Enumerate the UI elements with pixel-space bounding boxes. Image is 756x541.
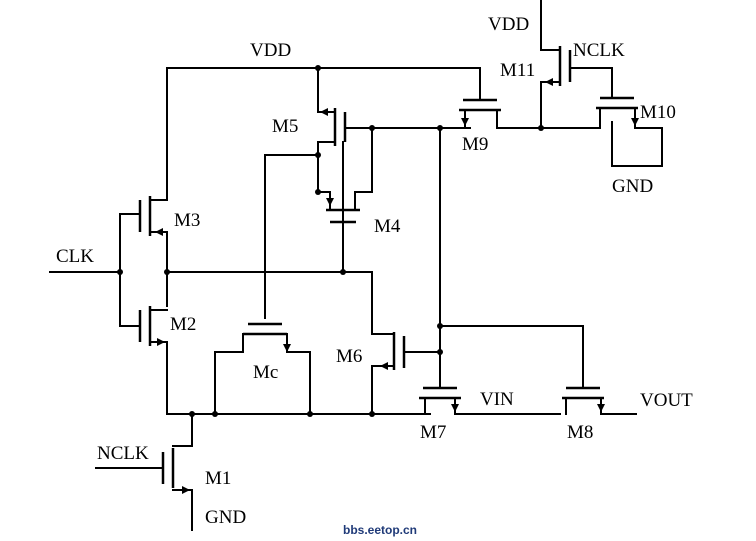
m5-label: M5 — [272, 116, 298, 137]
m6-symbol — [380, 332, 406, 370]
watermark-text: bbs.eetop.cn — [343, 523, 417, 537]
clk-label: CLK — [56, 246, 94, 267]
m10-symbol — [596, 96, 639, 129]
m1-symbol — [161, 445, 193, 494]
m2-label: M2 — [170, 314, 196, 335]
vout-label: VOUT — [640, 390, 693, 411]
m8-symbol — [562, 386, 605, 415]
m7-symbol — [419, 386, 461, 415]
m2-symbol — [138, 306, 168, 346]
nclk-top-label: NCLK — [573, 40, 625, 61]
m3-label: M3 — [174, 210, 200, 231]
m4-label: M4 — [374, 216, 401, 237]
mc-symbol — [242, 322, 291, 353]
m9-label: M9 — [462, 134, 488, 155]
gnd-bottom-label: GND — [205, 507, 246, 528]
m9-symbol — [459, 98, 501, 129]
m11-label: M11 — [500, 60, 535, 81]
m1-label: M1 — [205, 468, 231, 489]
wires — [49, 0, 663, 531]
m5-symbol — [317, 108, 347, 146]
nclk-bottom-label: NCLK — [97, 443, 149, 464]
m8-label: M8 — [567, 422, 593, 443]
vdd-main-label: VDD — [250, 40, 291, 61]
vdd-right-label: VDD — [488, 14, 529, 35]
transistor-symbols — [138, 46, 639, 494]
gnd-right-label: GND — [612, 176, 653, 197]
m11-symbol — [540, 46, 577, 86]
junction-dots — [117, 65, 544, 417]
m4-symbol — [326, 191, 360, 224]
vin-label: VIN — [480, 389, 514, 410]
m7-label: M7 — [420, 422, 446, 443]
m6-label: M6 — [336, 346, 362, 367]
mc-label: Mc — [253, 362, 278, 383]
m3-symbol — [138, 196, 168, 236]
m10-label: M10 — [640, 102, 676, 123]
